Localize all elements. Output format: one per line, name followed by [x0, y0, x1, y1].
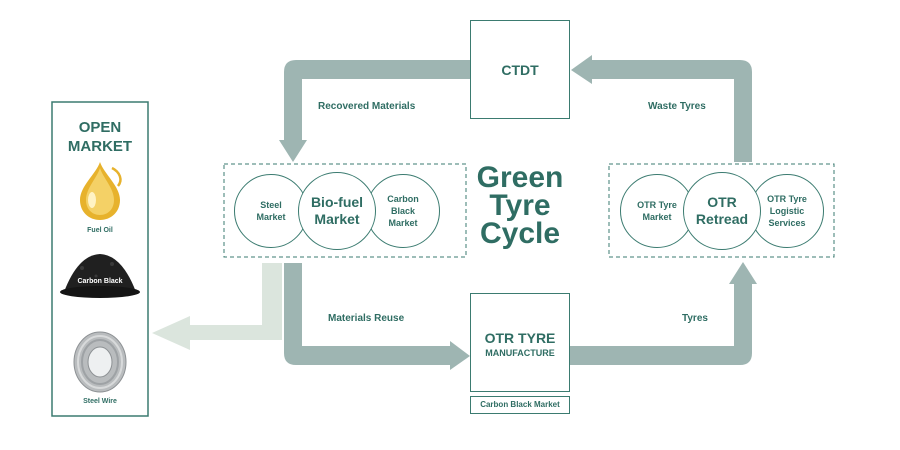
carbon-market-line3: Market [388, 218, 418, 228]
steel-wire-label: Steel Wire [83, 398, 117, 405]
logistic-line2: Logistic [769, 206, 805, 216]
recovered-materials-label: Recovered Materials [318, 101, 416, 112]
otr-retread-line2: Retread [695, 211, 749, 227]
fuel-oil-label: Fuel Oil [87, 227, 113, 234]
carbon-black-pile-icon [60, 254, 140, 298]
tyres-label: Tyres [682, 313, 708, 324]
otr-retread-circle: OTR Retread [683, 172, 761, 250]
otr-market-line1: OTR Tyre [637, 200, 677, 210]
carbon-market-line2: Black [390, 206, 416, 216]
logistic-line1: OTR Tyre [767, 194, 807, 204]
open-market-title-line1: OPEN [78, 119, 122, 136]
otr-manufacture-line2: MANUFACTURE [485, 348, 555, 358]
carbon-market-line1: Carbon [387, 194, 419, 204]
materials-reuse-label: Materials Reuse [328, 313, 405, 324]
steel-market-circle: Steel Market [234, 174, 308, 248]
center-title-line2: Tyre [489, 189, 551, 222]
center-title: Green Tyre Cycle [455, 161, 585, 250]
fuel-oil-drop-icon [80, 162, 122, 220]
tyres-arrowhead [729, 262, 757, 284]
open-market-connector-arrowhead [152, 316, 190, 350]
open-market-connector-band [190, 263, 282, 340]
right-group-frame [608, 163, 835, 258]
center-title-line3: Cycle [479, 217, 561, 250]
carbon-black-market-circle: Carbon Black Market [366, 174, 440, 248]
recovered-materials-arrowhead [279, 140, 307, 162]
waste-tyres-label: Waste Tyres [648, 101, 706, 112]
steel-market-line2: Market [256, 212, 286, 222]
steel-market-line1: Steel [260, 200, 282, 210]
carbon-black-market-label: Carbon Black Market [480, 400, 560, 409]
otr-market-line2: Market [642, 212, 672, 222]
steel-wire-coil-icon [73, 331, 127, 393]
tyres-band [570, 284, 752, 365]
ctdt-node: CTDT [470, 20, 570, 119]
otr-manufacture-line1: OTR TYRE [484, 330, 556, 346]
open-market-title: OPEN MARKET [52, 118, 148, 156]
otr-tyre-market-circle: OTR Tyre Market [620, 174, 694, 248]
biofuel-market-circle: Bio-fuel Market [298, 172, 376, 250]
waste-tyres-arrowhead [571, 55, 592, 84]
left-group-frame [223, 163, 467, 258]
ctdt-label: CTDT [501, 62, 539, 78]
otr-tyre-manufacture-node: OTR TYRE MANUFACTURE [470, 293, 570, 392]
recovered-materials-band [284, 60, 470, 140]
biofuel-market-line1: Bio-fuel [310, 194, 364, 210]
biofuel-market-line2: Market [314, 211, 360, 227]
materials-reuse-band [284, 263, 450, 365]
materials-reuse-arrowhead [450, 341, 470, 370]
center-title-line1: Green [476, 161, 564, 194]
logistic-line3: Services [768, 218, 806, 228]
carbon-black-label: Carbon Black [77, 278, 123, 285]
open-market-title-line2: MARKET [67, 138, 133, 155]
waste-tyres-band [592, 60, 752, 162]
otr-tyre-logistic-services-circle: OTR Tyre Logistic Services [750, 174, 824, 248]
carbon-black-market-node: Carbon Black Market [470, 396, 570, 414]
otr-retread-line1: OTR [707, 194, 737, 210]
